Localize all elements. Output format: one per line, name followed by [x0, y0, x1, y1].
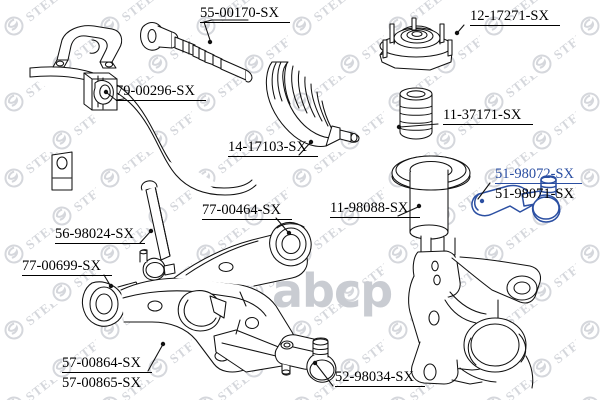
part-number-bump-stop: 11-37171-SX — [443, 107, 522, 123]
stabilizer-bar-drawing — [29, 66, 257, 196]
stabilizer-bushing-drawing — [83, 72, 118, 111]
part-number-tie-rod-end-left: 51-98072-SX — [495, 166, 574, 182]
ball-joint-drawing — [274, 334, 337, 383]
underline-tie-rod-end-left — [495, 183, 582, 184]
part-number-arm-bushing-rear: 77-00464-SX — [202, 202, 281, 218]
lower-control-arm-drawing — [81, 221, 312, 373]
leader-lines — [103, 19, 491, 387]
part-number-stabilizer-bushing: 79-00296-SX — [116, 83, 195, 99]
axial-tie-rod-drawing — [140, 21, 253, 83]
underline-stabilizer-link — [55, 243, 145, 244]
underline-steering-boot — [228, 156, 318, 157]
underline-ball-joint — [335, 386, 425, 387]
underline-stabilizer-bushing — [116, 100, 206, 101]
stabilizer-bracket-drawing — [52, 25, 123, 69]
underline-arm-bushing-rear — [202, 219, 292, 220]
part-number-steering-boot: 14-17103-SX — [228, 139, 307, 155]
part-number-control-arm-left: 57-00864-SX — [62, 355, 141, 371]
underline-strut-mount — [470, 25, 560, 26]
underline-bump-stop — [443, 124, 533, 125]
part-number-tie-rod-axial: 55-00170-SX — [200, 5, 279, 21]
underline-spring-seat — [330, 217, 420, 218]
part-number-stabilizer-link: 56-98024-SX — [55, 226, 134, 242]
part-number-control-arm-right: 57-00865-SX — [62, 375, 141, 391]
bump-stop-drawing — [399, 87, 433, 140]
underline-control-arm-left — [62, 372, 152, 373]
spring-seat-drawing — [391, 155, 471, 240]
steering-rack-boot-drawing — [265, 61, 360, 147]
strut-mount-drawing — [379, 17, 453, 71]
part-number-tie-rod-end-right: 51-98071-SX — [495, 186, 574, 202]
part-number-arm-bushing-front: 77-00699-SX — [22, 258, 101, 274]
part-number-ball-joint: 52-98034-SX — [335, 369, 414, 385]
underline-arm-bushing-front — [22, 275, 112, 276]
part-number-strut-mount: 12-17271-SX — [470, 8, 549, 24]
underline-tie-rod-axial — [200, 22, 290, 23]
stabilizer-link-drawing — [139, 180, 176, 281]
part-number-spring-seat: 11-98088-SX — [330, 200, 409, 216]
steering-knuckle-drawing — [408, 235, 541, 389]
